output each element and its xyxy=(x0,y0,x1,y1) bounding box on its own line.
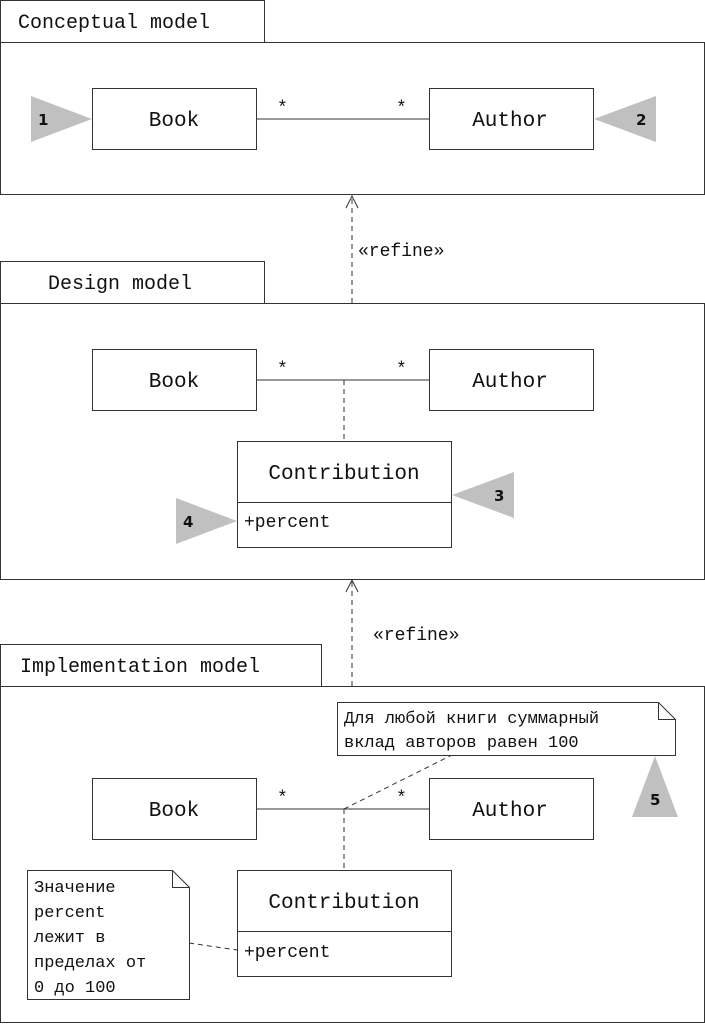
note-left-fold xyxy=(172,870,190,888)
design-contribution-label: Contribution xyxy=(268,463,419,486)
implementation-percent-attribute: +percent xyxy=(244,943,330,963)
design-title: Design model xyxy=(48,273,192,296)
implementation-contribution-label: Contribution xyxy=(268,892,419,915)
conceptual-mult-left: * xyxy=(277,99,288,119)
design-percent-attribute: +percent xyxy=(244,513,330,533)
badge-3-label: 3 xyxy=(494,487,504,505)
design-model-package: Design model * * Book Author Contributio… xyxy=(0,261,705,580)
design-mult-right: * xyxy=(396,360,407,380)
implementation-mult-left: * xyxy=(277,789,288,809)
note-top-anchor xyxy=(343,754,453,810)
conceptual-author-class xyxy=(429,88,594,150)
design-book-class xyxy=(92,349,257,411)
conceptual-title: Conceptual model xyxy=(18,12,210,35)
conceptual-book-label: Book xyxy=(149,110,199,133)
note-left-line-2: percent xyxy=(34,904,105,923)
note-left-line-1: Значение xyxy=(34,879,116,898)
design-book-label: Book xyxy=(149,371,199,394)
refine-dependency-2: «refine» xyxy=(345,578,459,686)
conceptual-book-class xyxy=(92,88,257,150)
conceptual-author-label: Author xyxy=(472,110,548,133)
note-left-line-3: лежит в xyxy=(34,929,105,948)
badge-3-marker xyxy=(452,472,514,518)
conceptual-mult-right: * xyxy=(396,99,407,119)
refine-2-label: «refine» xyxy=(373,626,459,646)
implementation-model-package: Implementation model * * Book Author Con… xyxy=(0,644,705,1023)
note-top-line-1: Для любой книги суммарный xyxy=(344,710,599,729)
refine-1-arrowhead xyxy=(345,194,359,209)
note-left-line-4: пределах от xyxy=(34,954,146,973)
note-percent-range: Значение percent лежит в пределах от 0 д… xyxy=(27,870,190,1000)
badge-5-marker xyxy=(632,756,678,817)
badge-4-marker xyxy=(176,498,237,544)
note-top-shape xyxy=(337,702,676,756)
implementation-author-class xyxy=(429,778,594,840)
note-top-fold xyxy=(658,702,676,720)
refine-1-label: «refine» xyxy=(358,242,444,262)
note-left-line-5: 0 до 100 xyxy=(34,979,116,998)
refine-2-arrowhead xyxy=(345,578,359,593)
implementation-tab xyxy=(0,644,322,687)
badge-1-label: 1 xyxy=(38,111,48,129)
implementation-book-class xyxy=(92,778,257,840)
conceptual-model-package: Conceptual model * * Book Author 1 2 xyxy=(0,0,705,195)
badge-5-label: 5 xyxy=(650,791,660,809)
implementation-title: Implementation model xyxy=(20,656,260,679)
note-sum-constraint: Для любой книги суммарный вклад авторов … xyxy=(337,702,676,756)
badge-2-label: 2 xyxy=(636,111,646,129)
design-mult-left: * xyxy=(277,360,288,380)
badge-4-label: 4 xyxy=(183,513,193,531)
note-left-shape xyxy=(27,870,190,1000)
badge-2-marker xyxy=(594,96,656,142)
design-author-label: Author xyxy=(472,371,548,394)
implementation-mult-right: * xyxy=(396,789,407,809)
note-left-anchor xyxy=(188,942,238,951)
implementation-book-label: Book xyxy=(149,800,199,823)
design-contribution-class xyxy=(237,441,452,548)
implementation-contribution-class xyxy=(237,870,452,977)
implementation-author-label: Author xyxy=(472,800,548,823)
badge-1-marker xyxy=(31,96,92,142)
design-tab xyxy=(0,261,265,304)
conceptual-tab xyxy=(0,0,265,43)
refine-dependency-1: «refine» xyxy=(345,194,444,303)
note-top-line-2: вклад авторов равен 100 xyxy=(344,734,579,753)
design-author-class xyxy=(429,349,594,411)
